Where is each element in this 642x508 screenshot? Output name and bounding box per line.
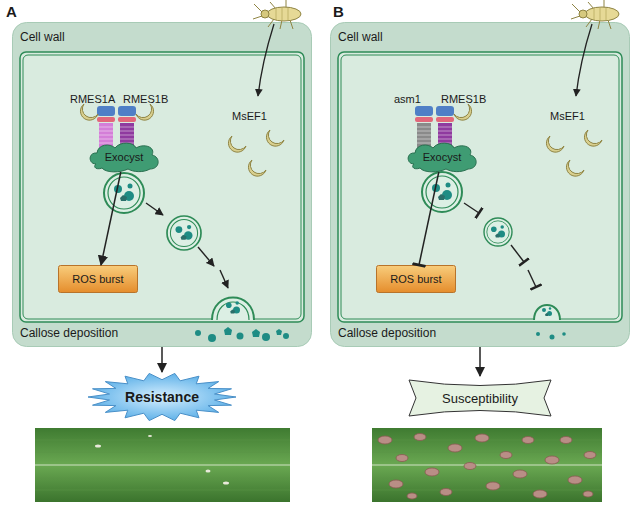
illustration-part xyxy=(560,437,572,444)
illustration-part xyxy=(372,428,602,502)
vesicle xyxy=(484,218,512,246)
receptor-rmes1b xyxy=(436,106,454,149)
plasma-membrane xyxy=(341,55,619,319)
illustration-part xyxy=(396,455,408,462)
node-label: ROS burst xyxy=(390,273,441,285)
receptor-rmes1a xyxy=(97,106,115,149)
cell-region-label: Callose deposition xyxy=(20,326,118,340)
cell-panel-outline xyxy=(330,22,630,347)
illustration-part xyxy=(35,464,290,466)
illustration-part xyxy=(513,470,527,478)
ros-box: ROS burst xyxy=(58,265,138,293)
cell-wall-band xyxy=(331,23,630,347)
node-label: Susceptibility xyxy=(442,391,518,406)
vesicle xyxy=(167,216,201,250)
cell-panel-outline xyxy=(12,22,312,347)
exocyst-complex: Exocyst xyxy=(406,142,478,172)
illustration-part xyxy=(522,437,534,444)
illustration-part xyxy=(95,445,101,448)
illustration-part xyxy=(195,330,201,336)
vesicle xyxy=(422,172,462,212)
node-label: Resistance xyxy=(125,389,199,405)
arrow-connector xyxy=(161,347,163,372)
illustration-part xyxy=(372,440,602,490)
outcome-starburst: Resistance xyxy=(87,372,237,422)
illustration-part xyxy=(584,452,596,459)
plasma-membrane xyxy=(23,55,301,319)
cell-panel: Cell wallCallose deposition ExocystROS bu… xyxy=(12,22,312,347)
receptor-label: RMES1A xyxy=(70,93,115,105)
receptor-label: RMES1B xyxy=(441,93,486,105)
illustration-part xyxy=(414,434,426,441)
illustration-part xyxy=(475,434,489,442)
exocyst-cloud xyxy=(90,143,158,172)
outcome-banner: Susceptibility xyxy=(405,376,555,420)
inhibition-connector xyxy=(419,172,439,265)
cargo xyxy=(542,307,552,316)
exocyst-cloud xyxy=(408,143,476,172)
illustration-part xyxy=(550,335,555,340)
illustration-part xyxy=(568,476,582,484)
illustration-part xyxy=(237,333,244,340)
panel-letter: B xyxy=(333,3,344,20)
illustration-part xyxy=(35,428,290,502)
receptor-rmes1b xyxy=(118,106,136,149)
cell-region-label: Cell wall xyxy=(338,30,383,44)
node-label: ROS burst xyxy=(72,273,123,285)
illustration-part xyxy=(407,493,417,499)
arrow-connector xyxy=(479,347,481,376)
illustration-part xyxy=(425,468,439,476)
illustration-part xyxy=(389,480,403,488)
illustration-part xyxy=(378,434,596,500)
illustration-part xyxy=(372,464,602,466)
ros-rect xyxy=(377,266,456,293)
ros-box: ROS burst xyxy=(376,265,456,293)
illustration-part xyxy=(208,334,216,342)
starburst-shape xyxy=(88,373,236,420)
illustration-part xyxy=(283,333,289,339)
effector-label: MsEF1 xyxy=(232,110,267,122)
illustration-part xyxy=(440,489,452,496)
illustration-part xyxy=(448,444,462,452)
illustration-part xyxy=(35,440,290,490)
cell-region-label: Cell wall xyxy=(20,30,65,44)
illustration-part xyxy=(536,332,540,336)
plasma-membrane xyxy=(20,52,304,322)
illustration-part xyxy=(486,482,500,490)
receptor-asm1 xyxy=(415,106,433,149)
receptor-label: RMES1B xyxy=(123,93,168,105)
illustration-part xyxy=(583,491,593,497)
arrow-connector xyxy=(101,172,121,265)
exocyst-complex: Exocyst xyxy=(88,142,160,172)
cell-panel: Cell wallCallose deposition ExocystROS bu… xyxy=(330,22,630,347)
cell-region-label: Callose deposition xyxy=(338,326,436,340)
cargo xyxy=(226,301,240,313)
exocytosis-fusion xyxy=(217,302,249,320)
illustration-part xyxy=(223,482,229,485)
illustration-part xyxy=(562,332,566,336)
vesicle xyxy=(104,173,144,213)
illustration-part xyxy=(500,452,512,459)
illustration-part xyxy=(206,470,211,473)
banner-shape xyxy=(409,380,551,416)
illustration-part xyxy=(533,490,547,498)
panel-letter: A xyxy=(6,3,17,20)
leaf-photo-a xyxy=(35,428,290,502)
node-label: Exocyst xyxy=(423,151,462,163)
illustration-part xyxy=(262,333,270,341)
node-label: Exocyst xyxy=(105,151,144,163)
illustration-part xyxy=(148,435,152,437)
illustration-part xyxy=(378,436,392,444)
effector-label: MsEF1 xyxy=(550,110,585,122)
illustration-part xyxy=(545,456,559,464)
receptor-label: asm1 xyxy=(394,93,421,105)
leaf-photo-b xyxy=(372,428,602,502)
cell-wall-band xyxy=(13,23,312,347)
ros-rect xyxy=(59,266,138,293)
illustration-part xyxy=(464,463,476,470)
plasma-membrane xyxy=(338,52,622,322)
